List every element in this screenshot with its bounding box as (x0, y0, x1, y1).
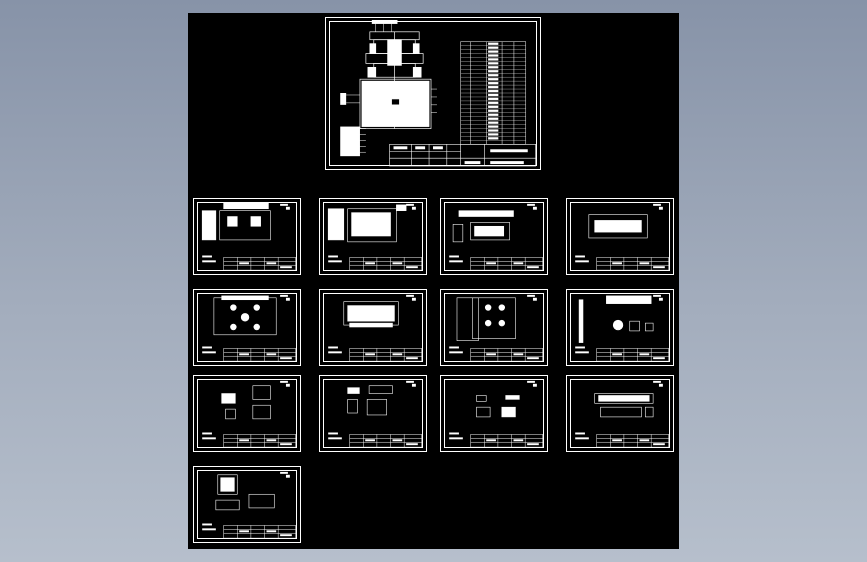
sheet-border (323, 293, 423, 362)
part-drawing (449, 294, 543, 362)
part-sheet-2[interactable] (319, 198, 427, 275)
part-drawing (575, 203, 669, 271)
part-drawing (327, 203, 422, 271)
sheet-border (197, 293, 297, 362)
part-drawing (201, 202, 296, 271)
sheet-border (197, 202, 297, 271)
drawing-canvas[interactable] (188, 13, 679, 549)
part-sheet-10[interactable] (319, 375, 427, 452)
part-drawing (575, 294, 669, 362)
part-sheet-7[interactable] (440, 289, 548, 366)
part-sheet-3[interactable] (440, 198, 548, 275)
part-sheet-9[interactable] (193, 375, 301, 452)
sheet-border (570, 293, 670, 362)
sheet-border (197, 379, 297, 448)
part-sheet-11[interactable] (440, 375, 548, 452)
sheet-border (323, 202, 423, 271)
sheet-border (444, 293, 544, 362)
part-drawing (202, 471, 296, 539)
assembly-sheet[interactable] (325, 17, 541, 170)
sheet-border (444, 379, 544, 448)
sheet-border (197, 470, 297, 539)
part-sheet-5[interactable] (193, 289, 301, 366)
sheet-border (570, 379, 670, 448)
part-sheet-8[interactable] (566, 289, 674, 366)
sheet-border (329, 21, 537, 166)
part-drawing (449, 380, 543, 448)
part-sheet-6[interactable] (319, 289, 427, 366)
sheet-border (570, 202, 670, 271)
part-sheet-1[interactable] (193, 198, 301, 275)
part-sheet-12[interactable] (566, 375, 674, 452)
sheet-border (323, 379, 423, 448)
part-drawing (202, 294, 296, 362)
part-drawing (328, 380, 422, 448)
part-drawing (328, 294, 422, 362)
assembly-drawing (340, 19, 536, 167)
sheet-border (444, 202, 544, 271)
part-sheet-13[interactable] (193, 466, 301, 543)
part-drawing (575, 380, 669, 448)
part-sheet-4[interactable] (566, 198, 674, 275)
part-drawing (449, 203, 543, 271)
part-drawing (202, 380, 296, 448)
